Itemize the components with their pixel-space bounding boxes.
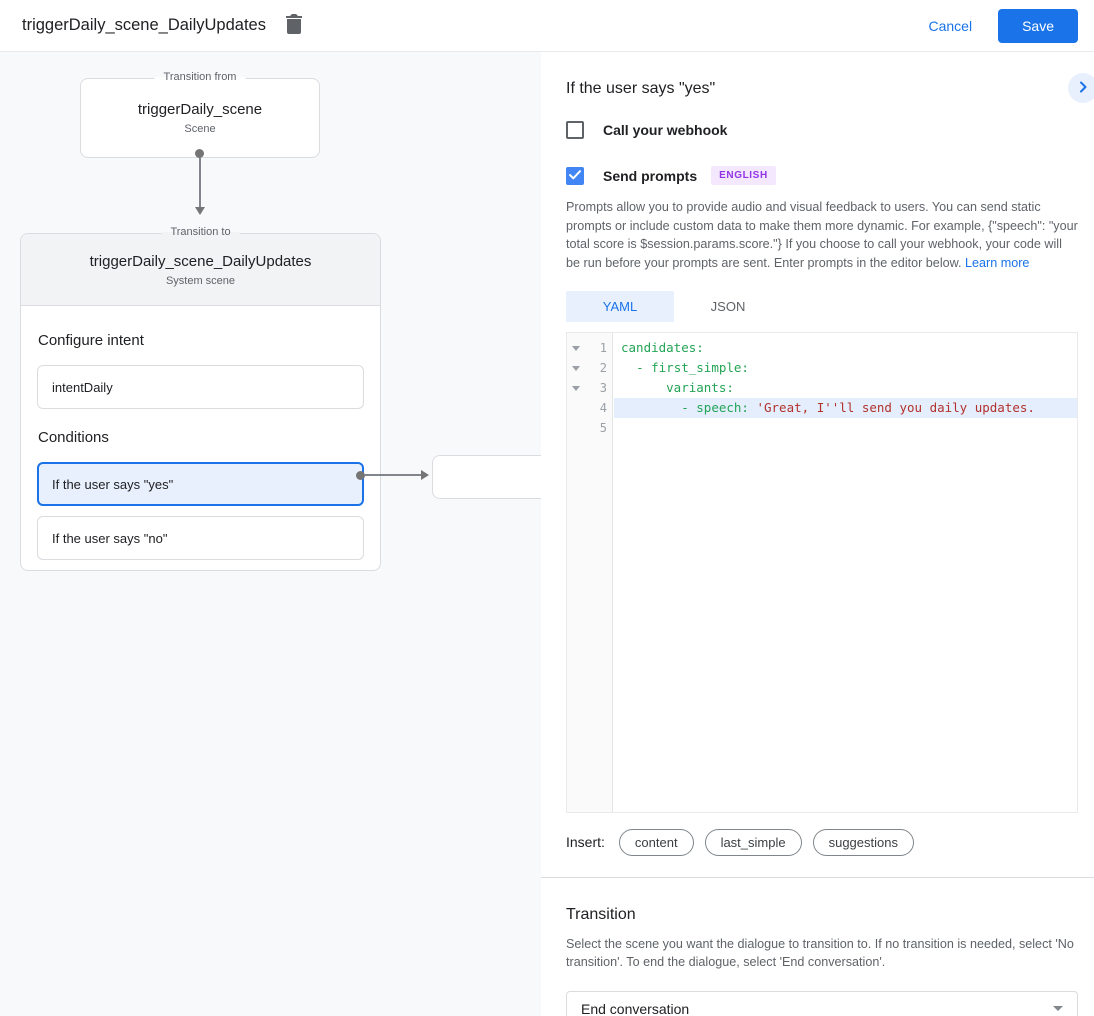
tab-yaml[interactable]: YAML — [566, 290, 674, 322]
insert-buttons: content last_simple suggestions — [618, 828, 914, 856]
from-scene-name: triggerDaily_scene — [137, 101, 263, 118]
insert-toolbar: Insert: content last_simple suggestions — [566, 828, 1078, 856]
code-line-content[interactable]: variants: — [666, 379, 734, 395]
editor-line: 2 - first_simple: — [567, 358, 1077, 378]
transition-to-legend: Transition to — [161, 226, 240, 238]
from-scene-type: Scene — [184, 123, 216, 135]
condition-item[interactable]: If the user says "no" — [37, 516, 364, 560]
line-number: 4 — [599, 400, 607, 415]
editor-line: 3 variants: — [567, 378, 1077, 398]
to-scene-name: triggerDaily_scene_DailyUpdates — [89, 252, 312, 270]
code-line-content[interactable]: candidates: — [621, 339, 704, 355]
editor-line: 4 - speech: 'Great, I''ll send you daily… — [567, 397, 1077, 418]
arrow-down-icon — [195, 207, 205, 215]
section-divider — [541, 876, 1094, 878]
connector-dot — [195, 149, 204, 158]
to-scene-header[interactable]: triggerDaily_scene_DailyUpdates System s… — [21, 234, 380, 306]
editor-format-tabs: YAML JSON — [566, 290, 1078, 322]
intent-field[interactable]: intentDaily — [37, 365, 364, 409]
intent-field-value: intentDaily — [52, 379, 113, 395]
transition-select[interactable]: End conversation — [566, 990, 1078, 1016]
connector-line — [199, 158, 201, 207]
transition-description: Select the scene you want the dialogue t… — [566, 936, 1074, 970]
conditions-list: If the user says "yes" If the user says "… — [37, 462, 364, 560]
line-number: 1 — [567, 338, 614, 358]
tab-json[interactable]: JSON — [710, 298, 746, 314]
call-webhook-label: Call your webhook — [603, 122, 728, 138]
insert-content-button[interactable]: content — [618, 828, 694, 856]
cancel-button[interactable]: Cancel — [928, 17, 973, 34]
scene-diagram-canvas: Transition from triggerDaily_scene Scene… — [0, 52, 541, 1016]
topbar: triggerDaily_scene_DailyUpdates Cancel S… — [0, 0, 1094, 52]
arrow-right-icon — [421, 470, 429, 480]
collapse-panel-button[interactable] — [1068, 73, 1094, 103]
editor-line: 5 — [567, 418, 1077, 438]
code-line-content[interactable]: - speech: 'Great, I''ll send you daily u… — [614, 397, 1077, 418]
delete-scene-button[interactable] — [282, 14, 306, 38]
editor-line: 1 candidates: — [567, 338, 1077, 358]
conditions-label: Conditions — [38, 429, 109, 446]
trash-icon — [285, 14, 303, 37]
code-line-content[interactable]: - first_simple: — [636, 359, 749, 375]
transition-from-legend: Transition from — [154, 71, 246, 83]
call-webhook-checkbox[interactable] — [566, 121, 584, 139]
code-line-content[interactable] — [614, 418, 1077, 438]
panel-title: If the user says "yes" — [566, 80, 716, 97]
send-prompts-label: Send prompts — [603, 167, 698, 184]
page-title: triggerDaily_scene_DailyUpdates — [22, 16, 266, 34]
transition-to-node: Transition to triggerDaily_scene_DailyUp… — [20, 226, 381, 571]
fold-arrow-icon[interactable] — [572, 345, 580, 351]
fold-arrow-icon[interactable] — [572, 385, 580, 391]
condition-editor-panel: If the user says "yes" Call your webhook — [541, 52, 1094, 1016]
transition-select-value: End conversation — [581, 1000, 690, 1016]
connector-line — [365, 474, 421, 476]
language-badge: ENGLISH — [711, 166, 776, 185]
line-number: 3 — [567, 378, 614, 398]
fold-arrow-icon[interactable] — [572, 365, 580, 371]
line-number: 2 — [567, 358, 614, 378]
insert-last_simple-button[interactable]: last_simple — [704, 828, 802, 856]
chevron-right-icon — [1077, 81, 1089, 96]
save-button[interactable]: Save — [998, 8, 1078, 43]
editor-gutter — [567, 332, 613, 812]
to-scene-type: System scene — [165, 274, 236, 287]
insert-label: Insert: — [566, 834, 605, 850]
transition-section-title: Transition — [566, 905, 636, 923]
insert-suggestions-button[interactable]: suggestions — [812, 828, 914, 856]
connector-dot — [356, 471, 365, 480]
condition-item[interactable]: If the user says "yes" — [37, 462, 364, 506]
dropdown-caret-icon — [1053, 1006, 1063, 1012]
line-number: 5 — [599, 420, 607, 435]
prompts-description-text: Prompts allow you to provide audio and v… — [566, 200, 1078, 270]
transition-from-node[interactable]: Transition from triggerDaily_scene Scene — [80, 71, 320, 158]
prompts-description: Prompts allow you to provide audio and v… — [566, 198, 1078, 273]
configure-intent-label: Configure intent — [38, 332, 144, 349]
send-prompts-checkbox[interactable] — [566, 166, 584, 185]
next-scene-stub[interactable] — [432, 455, 541, 499]
check-icon — [569, 167, 581, 185]
learn-more-link[interactable]: Learn more — [965, 255, 1030, 270]
